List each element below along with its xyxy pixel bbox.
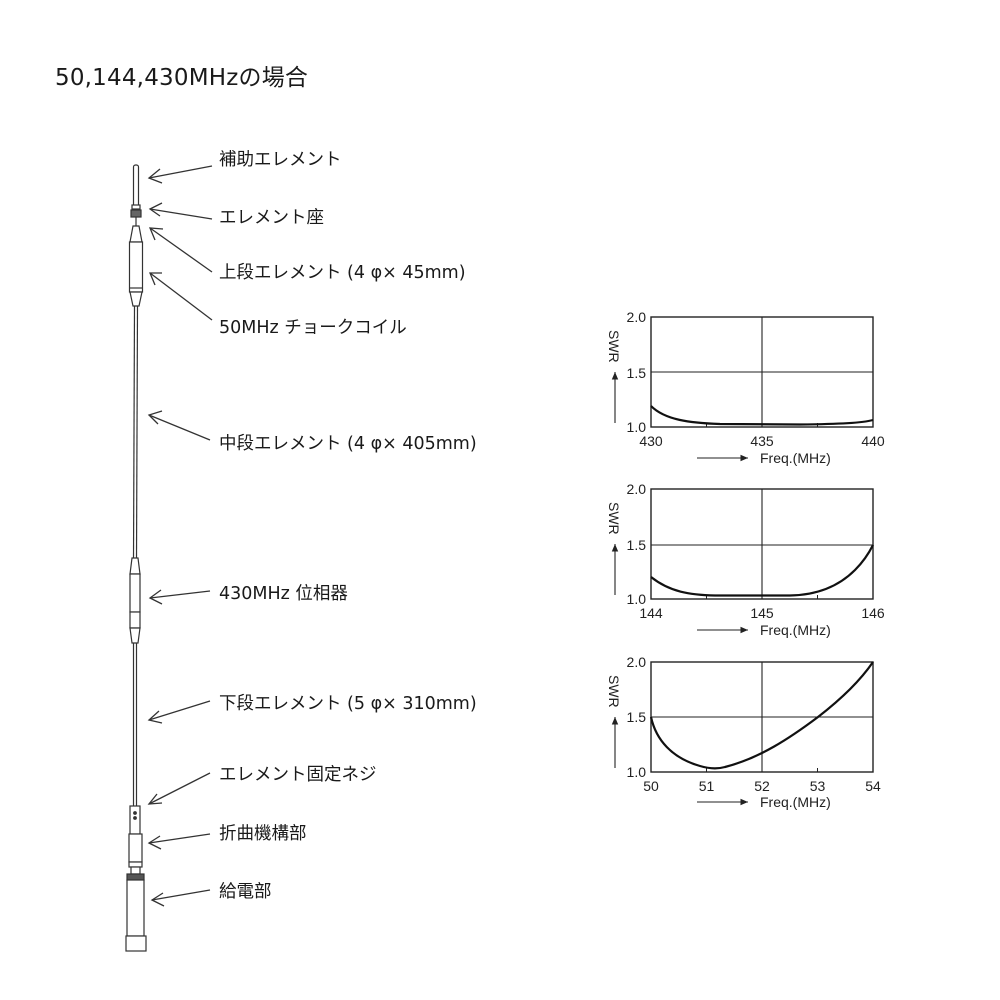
svg-text:145: 145 [750,605,774,621]
arrow-phaser [148,589,211,605]
antenna-body [125,164,147,952]
callout-fixing-screw: エレメント固定ネジ [219,765,377,785]
svg-text:435: 435 [750,433,774,449]
svg-text:144: 144 [639,605,663,621]
callout-upper-element: 上段エレメント (4 φ× 45mm) [219,263,466,283]
arrow-upper-element [148,227,213,273]
svg-text:50: 50 [643,778,659,794]
svg-text:1.5: 1.5 [627,365,647,381]
svg-text:52: 52 [754,778,770,794]
callout-middle-element: 中段エレメント (4 φ× 405mm) [219,434,477,454]
chart-430mhz: 2.0 1.5 1.0 430 435 440 SWR Freq.(MHz) [606,309,885,466]
x-axis-label: Freq.(MHz) [760,622,831,638]
y-axis-label: SWR [606,502,622,535]
callout-choke-coil: 50MHz チョークコイル [219,318,407,338]
swr-curve [649,661,874,770]
svg-text:1.0: 1.0 [627,591,647,607]
feed-base [125,935,147,952]
svg-text:1.0: 1.0 [627,419,647,435]
arrow-choke-coil [149,272,213,321]
chart-144mhz: 2.0 1.5 1.0 144 145 146 SWR Freq.(MHz) [606,481,885,638]
arrow-middle-element [147,410,211,441]
arrow-feed-section [150,889,211,907]
swr-curve [650,544,874,597]
x-axis-label: Freq.(MHz) [760,794,831,810]
callout-lower-element: 下段エレメント (5 φ× 310mm) [219,694,477,714]
chart-50mhz: 2.0 1.5 1.0 50 51 52 53 54 SWR Freq.(MHz… [606,654,881,810]
svg-text:54: 54 [865,778,881,794]
y-axis-label: SWR [606,330,622,363]
svg-text:430: 430 [639,433,663,449]
svg-text:53: 53 [810,778,826,794]
callout-feed-section: 給電部 [219,882,272,902]
svg-text:146: 146 [861,605,885,621]
y-axis-label: SWR [606,675,622,708]
swr-curve [650,405,874,426]
arrow-folding-mechanism [147,833,211,850]
callout-auxiliary-element: 補助エレメント [219,150,342,170]
page-title: 50,144,430MHzの場合 [55,65,309,91]
svg-text:1.5: 1.5 [627,709,647,725]
svg-text:51: 51 [699,778,715,794]
x-axis-label: Freq.(MHz) [760,450,831,466]
middle-element [132,305,136,561]
arrow-lower-element [147,700,211,724]
svg-text:2.0: 2.0 [627,654,647,670]
svg-text:440: 440 [861,433,885,449]
svg-text:2.0: 2.0 [627,481,647,497]
svg-text:1.5: 1.5 [627,537,647,553]
callout-folding-mechanism: 折曲機構部 [219,824,307,844]
callout-element-seat: エレメント座 [219,208,324,228]
callout-arrows [147,165,213,907]
arrow-fixing-screw [147,772,211,805]
svg-text:1.0: 1.0 [627,764,647,780]
callout-phaser: 430MHz 位相器 [219,584,348,604]
arrow-auxiliary-element [147,165,213,184]
arrow-element-seat [148,202,213,220]
svg-text:2.0: 2.0 [627,309,647,325]
